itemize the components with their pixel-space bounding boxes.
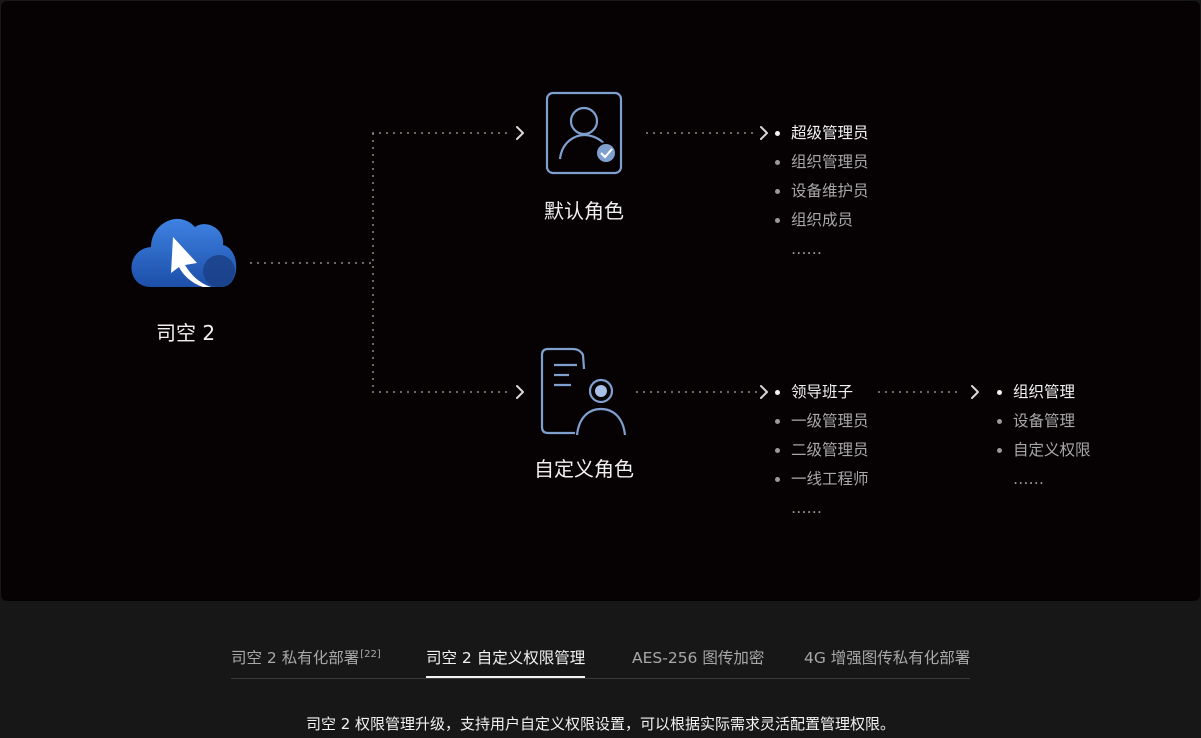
list-item: 设备管理: [997, 411, 1091, 440]
list-item: 领导班子: [775, 382, 869, 411]
tab-label: 司空 2 私有化部署: [231, 649, 360, 667]
list-item: 组织成员: [775, 210, 869, 239]
list-more: ……: [791, 240, 822, 258]
chevron-right-icon: [516, 385, 524, 399]
chevron-right-icon: [971, 385, 979, 399]
flow-diagram: [131, 91, 979, 436]
arrow-chevrons: [516, 126, 979, 399]
tab-label: 司空 2 自定义权限管理: [426, 649, 586, 667]
default-role-list: 超级管理员 组织管理员 设备维护员 组织成员 ……: [775, 123, 869, 268]
list-item: 组织管理员: [775, 152, 869, 181]
user-check-icon: [545, 91, 623, 175]
tab-caption: 司空 2 权限管理升级，支持用户自定义权限设置，可以根据实际需求灵活配置管理权限…: [305, 715, 896, 733]
list-item: 自定义权限: [997, 440, 1091, 469]
source-label: 司空 2: [156, 321, 216, 345]
list-more: ……: [791, 499, 822, 517]
diagram-panel: 司空 2 默认角色 自定义角色 超级管理员 组织管理员 设备维护员 组织成员 ……: [1, 1, 1200, 601]
chevron-right-icon: [760, 126, 768, 140]
list-item: 组织管理: [997, 382, 1091, 411]
custom-role-list: 领导班子 一级管理员 二级管理员 一线工程师 ……: [775, 382, 869, 527]
custom-role-label: 自定义角色: [534, 457, 634, 481]
permission-list: 组织管理 设备管理 自定义权限 ……: [997, 382, 1091, 498]
tab-private-deployment[interactable]: 司空 2 私有化部署[22]: [231, 646, 381, 678]
tab-label: AES-256 图传加密: [632, 649, 765, 667]
tab-custom-permissions[interactable]: 司空 2 自定义权限管理: [426, 646, 586, 678]
default-role-label: 默认角色: [544, 199, 624, 223]
citation-ref[interactable]: [22]: [360, 649, 381, 660]
tab-aes-encryption[interactable]: AES-256 图传加密: [632, 646, 764, 678]
chevron-right-icon: [760, 385, 768, 399]
tab-4g-deployment[interactable]: 4G 增强图传私有化部署: [804, 646, 970, 678]
list-item: 二级管理员: [775, 440, 869, 469]
list-item: 超级管理员: [775, 123, 869, 152]
list-item: 设备维护员: [775, 181, 869, 210]
feature-tabs: 司空 2 私有化部署[22] 司空 2 自定义权限管理 AES-256 图传加密…: [231, 632, 970, 679]
tab-label: 4G 增强图传私有化部署: [804, 649, 971, 667]
list-item: 一线工程师: [775, 469, 869, 498]
list-more: ……: [1013, 470, 1044, 488]
connector-lines: [250, 132, 964, 393]
user-document-icon: [540, 347, 627, 436]
chevron-right-icon: [516, 126, 524, 140]
list-item: 一级管理员: [775, 411, 869, 440]
cloud-logo-icon: [131, 218, 237, 287]
